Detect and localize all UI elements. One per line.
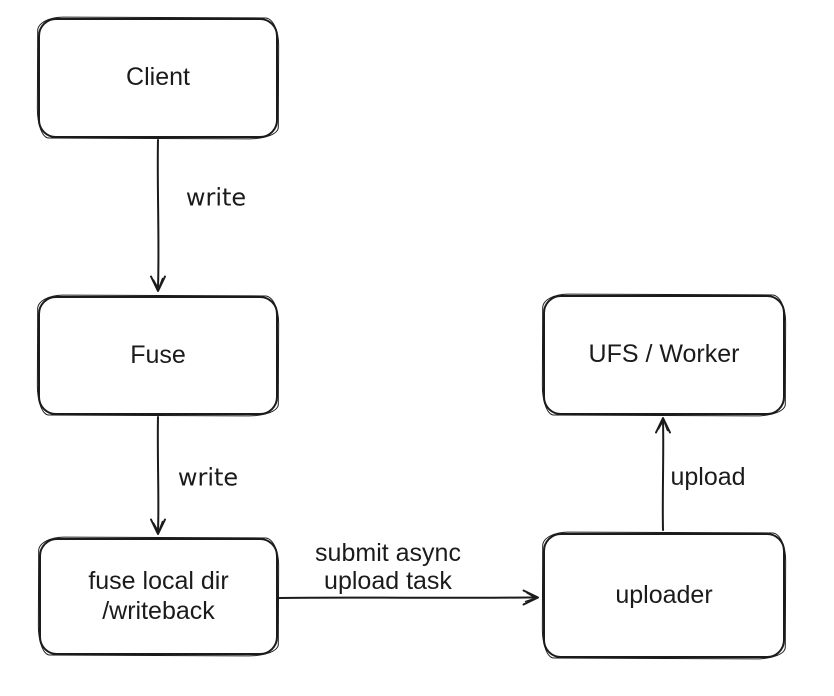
edge-uploader-to-ufs[interactable] [655,417,671,531]
node-fuse-label: Fuse [130,340,186,369]
node-ufs-worker-label: UFS / Worker [588,340,740,369]
edge-label-upload[interactable]: upload [668,462,748,492]
edge-writeback-to-uploader[interactable] [278,589,539,606]
arrowhead-up-icon [657,419,669,432]
node-ufs-worker[interactable]: UFS / Worker [543,295,785,415]
edge-line [278,596,536,599]
arrowhead-up-icon [655,417,671,434]
edge-label-write-fuse-writeback[interactable]: write [175,463,241,492]
edge-fuse-to-writeback[interactable] [150,416,166,535]
node-client[interactable]: Client [38,18,278,138]
edge-client-to-fuse[interactable] [150,139,166,292]
arrowhead-right-icon [524,592,537,603]
edge-label-write-client-fuse[interactable]: write [183,183,249,212]
arrowhead-down-icon [150,275,166,292]
edge-label-submit-async-upload-task[interactable]: submit async upload task [313,538,463,596]
node-fuse-local-dir-writeback-label: fuse local dir /writeback [88,567,229,625]
edge-line [156,416,160,532]
node-client-label: Client [126,63,190,92]
node-uploader-label: uploader [615,580,713,609]
edge-line [156,139,160,289]
arrowhead-down-icon [150,518,166,535]
arrowhead-down-icon [152,277,164,290]
arrowhead-right-icon [522,589,539,606]
arrowhead-down-icon [152,520,164,533]
node-fuse-local-dir-writeback[interactable]: fuse local dir /writeback [39,538,278,655]
node-fuse[interactable]: Fuse [38,296,278,415]
node-uploader[interactable]: uploader [543,533,785,658]
